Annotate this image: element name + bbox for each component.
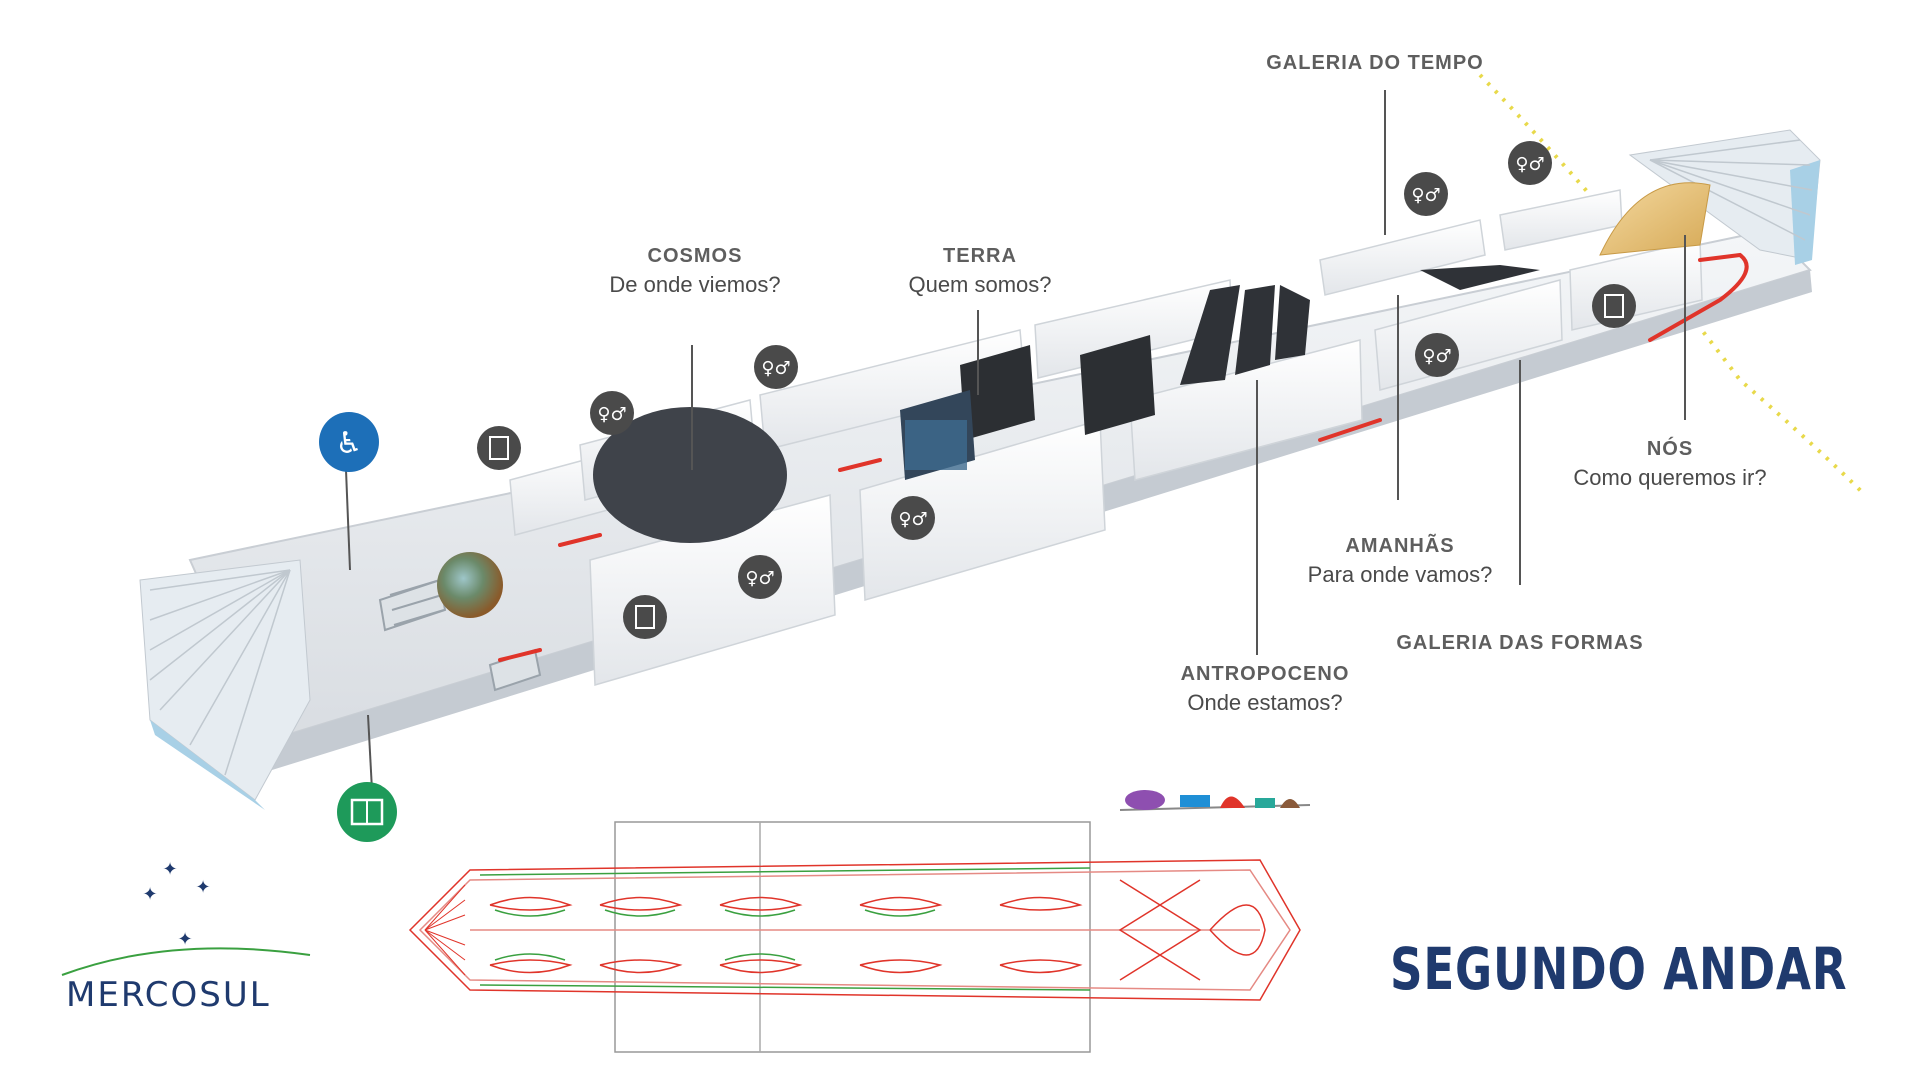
restroom-icon: ♀♂ [1415, 333, 1459, 377]
amanhas-structure [1420, 265, 1540, 290]
svg-text:♀♂: ♀♂ [745, 568, 774, 589]
label-antropoceno: ANTROPOCENO Onde estamos? [1130, 663, 1400, 716]
svg-text:✦: ✦ [142, 884, 157, 905]
svg-text:✦: ✦ [177, 929, 192, 950]
escalator [378, 578, 542, 692]
mercosul-logo-mark: ✦ ✦ ✦ ✦ [61, 859, 311, 976]
page-title: SEGUNDO ANDAR [1390, 935, 1848, 1003]
label-amanhas-title: AMANHÃS [1345, 535, 1455, 557]
left-wing [139, 559, 311, 810]
mercosul-logo-text: MERCOSUL [66, 975, 271, 1015]
label-galeria-tempo: GALERIA DO TEMPO [1225, 52, 1525, 75]
label-cosmos: COSMOS De onde viemos? [565, 245, 825, 298]
elevator-icon [477, 426, 521, 470]
svg-text:✦: ✦ [162, 859, 177, 880]
svg-text:♿: ♿ [336, 426, 363, 461]
label-galeria-tempo-title: GALERIA DO TEMPO [1266, 52, 1484, 74]
label-amanhas-subtitle: Para onde vamos? [1307, 562, 1493, 587]
callout-lines [345, 90, 1686, 791]
restroom-icon: ♀♂ [754, 345, 798, 389]
restroom-icons: ♀♂ ♀♂ ♀♂ ♀♂ ♀♂ ♀♂ ♀♂ [590, 141, 1552, 599]
sun-path-line [1478, 73, 1867, 497]
label-nos-title: NÓS [1646, 438, 1694, 460]
svg-text:♀♂: ♀♂ [898, 509, 927, 530]
accessible-seat-icon: ♿ [319, 412, 379, 472]
restroom-icon: ♀♂ [738, 555, 782, 599]
nos-dome [1599, 182, 1711, 256]
label-antropoceno-subtitle: Onde estamos? [1187, 690, 1343, 715]
book-icon [337, 782, 397, 842]
restroom-icon: ♀♂ [1508, 141, 1552, 185]
label-nos-subtitle: Como queremos ir? [1573, 465, 1767, 490]
elevator-icon [623, 595, 667, 639]
label-nos: NÓS Como queremos ir? [1530, 438, 1810, 491]
svg-text:♀♂: ♀♂ [1411, 185, 1440, 206]
label-terra-title: TERRA [943, 245, 1017, 267]
label-terra: TERRA Quem somos? [850, 245, 1110, 298]
label-galeria-formas: GALERIA DAS FORMAS [1365, 632, 1675, 655]
right-wing [1628, 129, 1821, 265]
svg-text:♀♂: ♀♂ [1422, 346, 1451, 367]
label-cosmos-title: COSMOS [647, 245, 743, 267]
elevator-icons [477, 284, 1636, 639]
svg-text:♀♂: ♀♂ [761, 358, 790, 379]
svg-text:✦: ✦ [195, 877, 210, 898]
restroom-icon: ♀♂ [1404, 172, 1448, 216]
label-galeria-formas-title: GALERIA DAS FORMAS [1396, 632, 1644, 654]
elevator-icon [1592, 284, 1636, 328]
visitor-route [498, 252, 1749, 662]
svg-text:♀♂: ♀♂ [597, 404, 626, 425]
building-hull [139, 129, 1821, 810]
restroom-icon: ♀♂ [590, 391, 634, 435]
label-terra-subtitle: Quem somos? [908, 272, 1052, 297]
globe-sculpture [437, 552, 503, 618]
label-amanhas: AMANHÃS Para onde vamos? [1265, 535, 1535, 588]
floor-plan-drawing [408, 821, 1301, 1053]
restroom-icon: ♀♂ [891, 496, 935, 540]
label-cosmos-subtitle: De onde viemos? [609, 272, 781, 297]
svg-text:♀♂: ♀♂ [1515, 154, 1544, 175]
elevation-thumbnail [1115, 782, 1315, 822]
antropoceno-towers [1180, 285, 1310, 385]
label-antropoceno-title: ANTROPOCENO [1180, 663, 1350, 685]
cosmos-dome [593, 407, 787, 543]
